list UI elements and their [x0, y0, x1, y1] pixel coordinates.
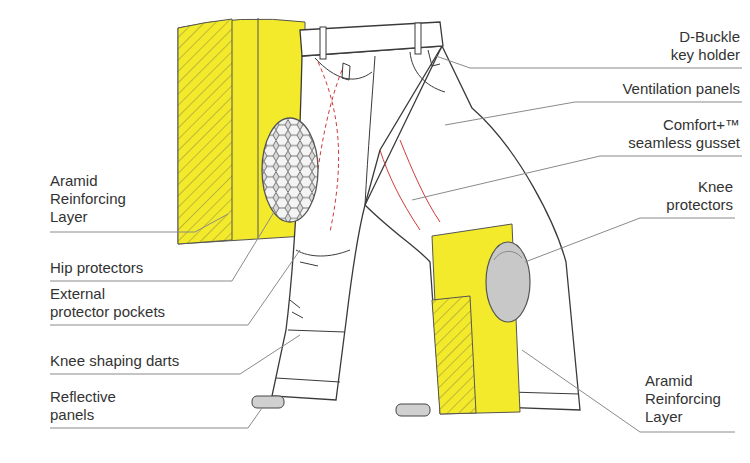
callout-label: Aramid Reinforcing Layer: [645, 372, 733, 426]
reflective-strap: [396, 404, 430, 416]
internal-construction-lines: [318, 62, 440, 232]
jeans-outline: [272, 22, 580, 410]
callout-label: Knee shaping darts: [50, 352, 210, 370]
callout-label: Aramid Reinforcing Layer: [50, 172, 135, 226]
knee-protector: [486, 242, 530, 322]
callout-label: Reflective panels: [50, 388, 135, 424]
leader-lines: [50, 56, 742, 432]
reflective-strap: [252, 396, 284, 408]
hip-protector: [262, 118, 318, 222]
callout-label: Comfort+™ seamless gusset: [620, 116, 740, 152]
jeans-details: [276, 23, 579, 394]
callout-label: Knee protectors: [658, 178, 733, 214]
callout-label: External protector pockets: [50, 285, 168, 321]
callout-label: Ventilation panels: [600, 80, 740, 98]
callout-label: Hip protectors: [50, 259, 200, 277]
knee-protector-shade: [494, 251, 522, 260]
callout-label: D-Buckle key holder: [660, 28, 740, 64]
